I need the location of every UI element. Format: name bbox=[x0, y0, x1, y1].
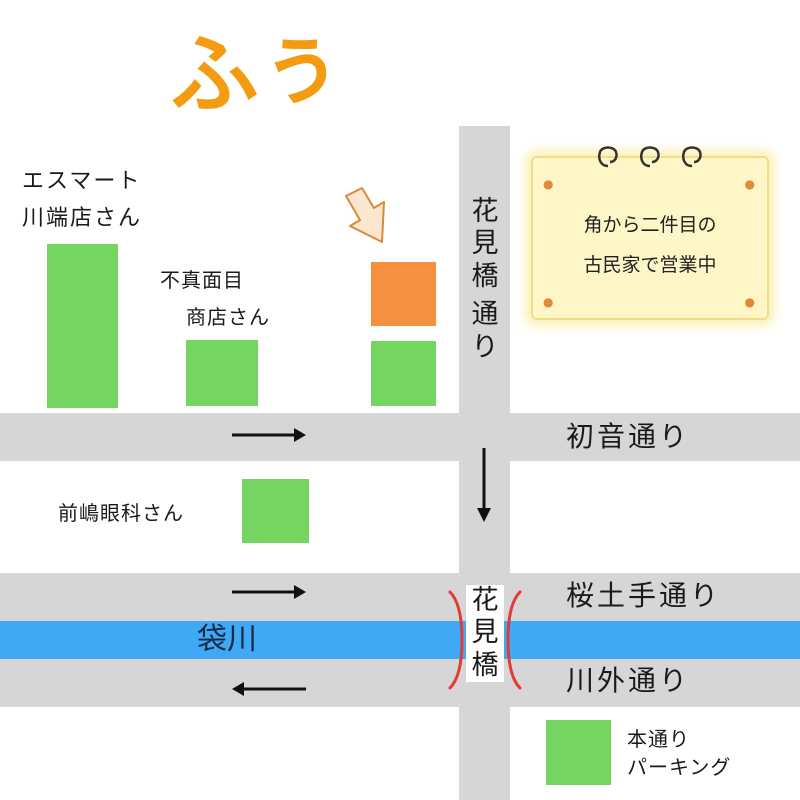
bridge-char: 花 bbox=[471, 585, 499, 616]
bridge-char: 見 bbox=[471, 617, 499, 649]
legend-line2: パーキング bbox=[627, 755, 732, 779]
bridge-label: 花 見 橋 bbox=[466, 585, 504, 683]
note-card: 角から二件目の 古民家で営業中 ● ● ● ● bbox=[531, 156, 769, 320]
shop-majime-line1: 不真面目 bbox=[160, 268, 244, 292]
road-char: 見 bbox=[471, 228, 499, 260]
arrow-right-icon bbox=[232, 428, 306, 442]
bridge-left-bracket bbox=[448, 590, 464, 690]
parking-maejima bbox=[242, 479, 309, 543]
paw-icon: ● bbox=[744, 177, 755, 191]
bridge-char: 橋 bbox=[471, 649, 499, 681]
road-hatsune-label: 初音通り bbox=[566, 420, 691, 453]
shop-fuu bbox=[371, 262, 436, 326]
bridge-right-bracket bbox=[506, 590, 522, 690]
road-kawasoto-label: 川外通り bbox=[566, 664, 691, 697]
legend-parking-swatch bbox=[546, 720, 611, 785]
shop-maejima-label: 前嶋眼科さん bbox=[58, 501, 184, 525]
ring-icon bbox=[598, 146, 618, 168]
road-char: 花 bbox=[471, 196, 499, 227]
parking-smart bbox=[47, 244, 118, 408]
road-hanamibashi-label: 花 見 橋 通 り bbox=[466, 196, 504, 364]
road-sakuradote bbox=[0, 573, 800, 621]
paw-icon: ● bbox=[543, 177, 554, 191]
legend-line1: 本通り bbox=[627, 727, 690, 751]
arrow-right-icon bbox=[232, 585, 306, 599]
shop-smart-line2: 川端店さん bbox=[22, 206, 143, 231]
road-hatsune bbox=[0, 413, 800, 461]
logo-fuu: ふぅ bbox=[163, 9, 349, 130]
shop-majime-line2: 商店さん bbox=[186, 305, 270, 329]
parking-fuu bbox=[371, 341, 436, 406]
arrow-down-icon bbox=[477, 448, 491, 522]
road-char: 橋 bbox=[471, 260, 499, 292]
road-char: 通 bbox=[471, 299, 499, 331]
road-sakuradote-label: 桜土手通り bbox=[566, 579, 722, 612]
paw-icon: ● bbox=[543, 295, 554, 309]
river-label: 袋川 bbox=[197, 622, 257, 657]
note-line1: 角から二件目の bbox=[583, 214, 717, 236]
river-fukurogawa bbox=[0, 621, 800, 659]
road-char: り bbox=[471, 331, 499, 363]
pointer-arrow-icon bbox=[345, 187, 385, 243]
ring-icon bbox=[640, 146, 660, 168]
paw-icon: ● bbox=[744, 295, 755, 309]
parking-majime bbox=[186, 340, 258, 406]
ring-icon bbox=[682, 146, 702, 168]
arrow-left-icon bbox=[232, 682, 306, 696]
note-line2: 古民家で営業中 bbox=[583, 254, 717, 276]
shop-smart-line1: エスマート bbox=[22, 169, 142, 194]
road-kawasoto bbox=[0, 659, 800, 707]
